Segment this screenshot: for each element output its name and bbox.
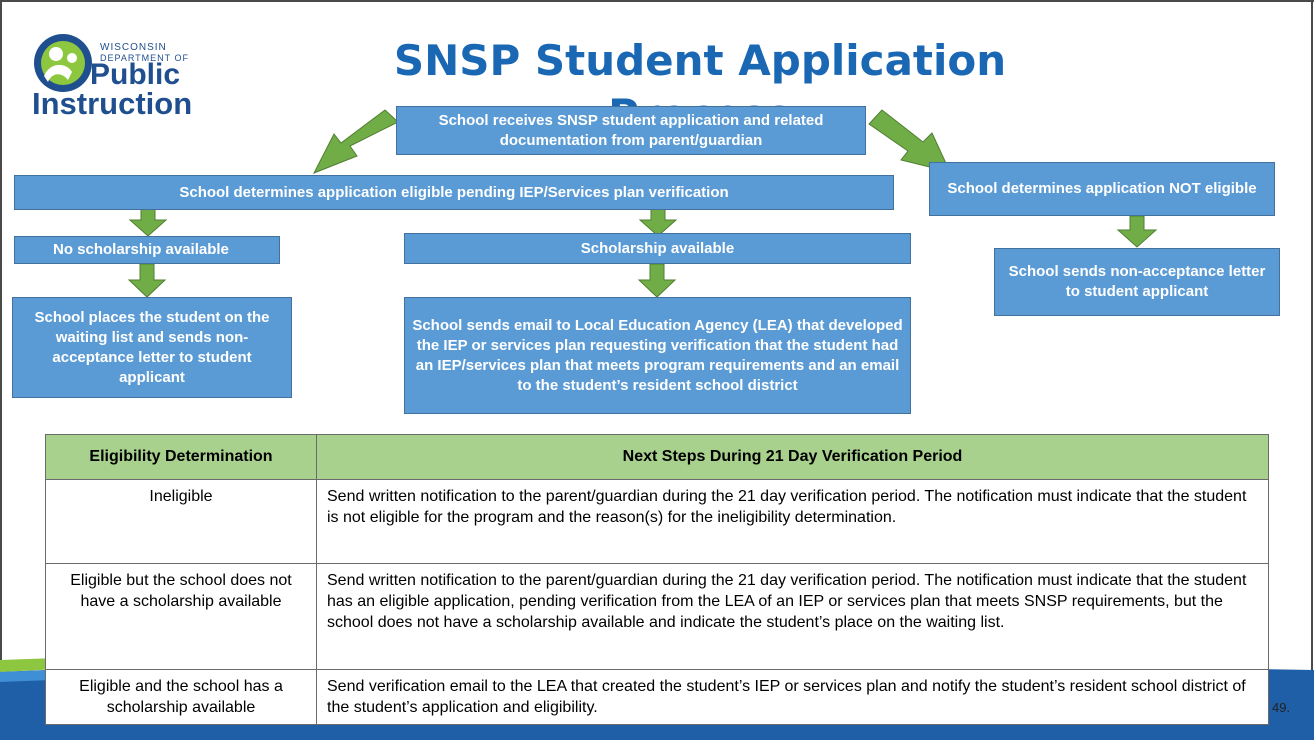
logo-emblem-icon bbox=[34, 34, 92, 92]
arrow-to-waiting-list bbox=[127, 263, 167, 298]
arrow-to-send-email bbox=[637, 263, 677, 298]
table-row: Eligible and the school has a scholarshi… bbox=[45, 669, 1269, 725]
verification-table: Eligibility Determination Next Steps Dur… bbox=[45, 434, 1269, 725]
dpi-logo: WISCONSIN DEPARTMENT OF Public Instructi… bbox=[30, 18, 210, 128]
frame-left-line bbox=[0, 0, 2, 740]
page-number: 49. bbox=[1272, 700, 1291, 715]
table-row: Ineligible Send written notification to … bbox=[45, 479, 1269, 564]
row-determination: Eligible and the school has a scholarshi… bbox=[45, 669, 317, 725]
box-non-acceptance-letter: School sends non-acceptance letter to st… bbox=[994, 248, 1280, 316]
row-determination: Ineligible bbox=[45, 479, 317, 564]
arrow-to-scholarship bbox=[638, 207, 678, 237]
frame-top-line bbox=[0, 0, 1314, 2]
row-steps: Send verification email to the LEA that … bbox=[316, 669, 1269, 725]
box-not-eligible: School determines application NOT eligib… bbox=[929, 162, 1275, 216]
box-no-scholarship: No scholarship available bbox=[14, 236, 280, 264]
logo-public-text: Public bbox=[90, 58, 181, 91]
table-row: Eligible but the school does not have a … bbox=[45, 563, 1269, 670]
row-steps: Send written notification to the parent/… bbox=[316, 563, 1269, 670]
row-steps: Send written notification to the parent/… bbox=[316, 479, 1269, 564]
arrow-to-not-eligible bbox=[868, 109, 951, 173]
header-next-steps: Next Steps During 21 Day Verification Pe… bbox=[316, 434, 1269, 480]
frame-right-line bbox=[1311, 0, 1313, 740]
box-scholarship-available: Scholarship available bbox=[404, 233, 911, 264]
box-send-email-lea: School sends email to Local Education Ag… bbox=[404, 297, 911, 414]
header-eligibility-determination: Eligibility Determination bbox=[45, 434, 317, 480]
logo-instruction-text: Instruction bbox=[32, 86, 193, 121]
arrow-to-no-scholarship bbox=[128, 207, 168, 237]
logo-wisconsin-text: WISCONSIN bbox=[100, 42, 167, 53]
table-header-row: Eligibility Determination Next Steps Dur… bbox=[45, 434, 1269, 480]
box-eligible-pending: School determines application eligible p… bbox=[14, 175, 894, 210]
box-receive-application: School receives SNSP student application… bbox=[396, 106, 866, 155]
logo-department-text: DEPARTMENT OF bbox=[100, 53, 190, 63]
box-waiting-list: School places the student on the waiting… bbox=[12, 297, 292, 398]
arrow-to-eligible bbox=[312, 109, 399, 174]
arrow-to-non-acceptance bbox=[1116, 215, 1158, 248]
row-determination: Eligible but the school does not have a … bbox=[45, 563, 317, 670]
